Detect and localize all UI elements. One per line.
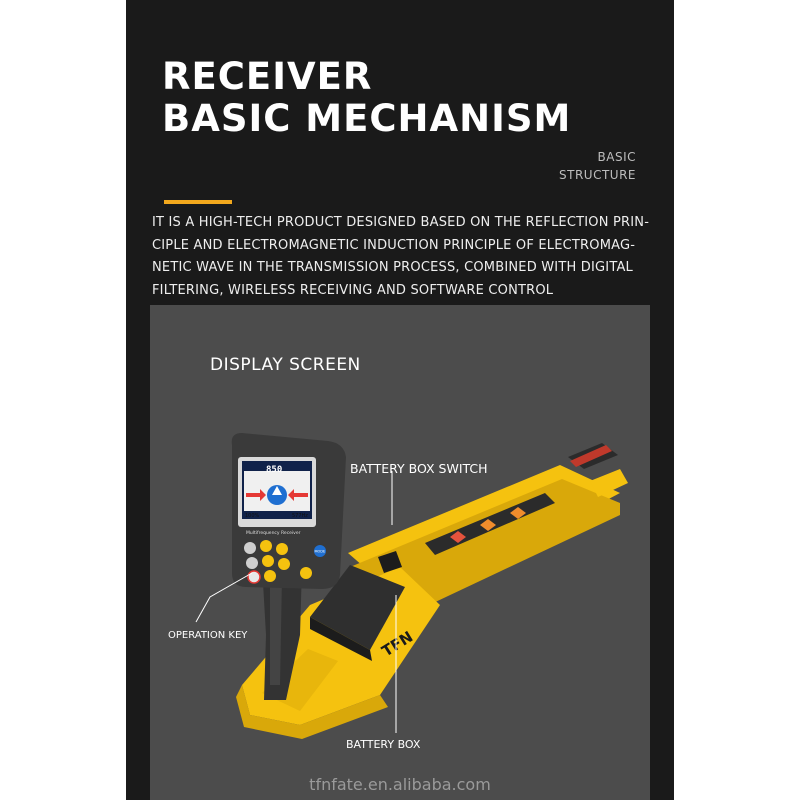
receiver-handle bbox=[262, 565, 302, 700]
power-key bbox=[247, 570, 261, 584]
key bbox=[244, 542, 256, 554]
operation-key-label: OPERATION KEY bbox=[168, 630, 248, 641]
product-photo: TFN 850 100% 577Hz Multifrequency Receiv… bbox=[150, 305, 650, 800]
product-description: IT IS A HIGH-TECH PRODUCT DESIGNED BASED… bbox=[152, 212, 652, 302]
title-line-2: BASIC MECHANISM bbox=[162, 97, 572, 140]
operation-key-leader bbox=[195, 572, 253, 623]
mode-key bbox=[314, 545, 326, 557]
key bbox=[300, 567, 312, 579]
key bbox=[278, 558, 290, 570]
product-panel: RECEIVER BASIC MECHANISM BASIC STRUCTURE… bbox=[126, 0, 674, 800]
battery-box-switch-label: BATTERY BOX SWITCH bbox=[350, 461, 488, 476]
head-unit: 850 100% 577Hz Multifrequency Receiver bbox=[231, 433, 346, 589]
mode-key-label: MODE bbox=[315, 550, 326, 554]
key bbox=[262, 555, 274, 567]
key bbox=[276, 543, 288, 555]
section-tag-line-1: BASIC bbox=[597, 150, 636, 164]
key bbox=[246, 557, 258, 569]
screen-reading: 850 bbox=[266, 465, 282, 475]
receiver-illustration: TFN 850 100% 577Hz Multifrequency Receiv… bbox=[195, 433, 628, 739]
page-title: RECEIVER BASIC MECHANISM bbox=[162, 56, 571, 140]
screen-left-value: 100% bbox=[245, 513, 260, 519]
description-line: CIPLE AND ELECTROMAGNETIC INDUCTION PRIN… bbox=[152, 237, 636, 253]
section-tag: BASIC STRUCTURE bbox=[559, 148, 636, 184]
screen-caption: Multifrequency Receiver bbox=[246, 530, 301, 536]
accent-bar bbox=[164, 200, 232, 204]
display-screen-label: DISPLAY SCREEN bbox=[210, 355, 361, 375]
description-line: NETIC WAVE IN THE TRANSMISSION PROCESS, … bbox=[152, 260, 633, 275]
title-line-1: RECEIVER bbox=[162, 55, 373, 98]
description-line: FILTERING, WIRELESS RECEIVING AND SOFTWA… bbox=[152, 282, 554, 298]
description-line: IT IS A HIGH-TECH PRODUCT DESIGNED BASED… bbox=[152, 215, 650, 230]
battery-box-label: BATTERY BOX bbox=[346, 738, 421, 751]
watermark: tfnfate.en.alibaba.com bbox=[309, 775, 491, 794]
antenna-boom bbox=[348, 443, 628, 613]
key bbox=[264, 570, 276, 582]
battery-box bbox=[310, 551, 405, 661]
key bbox=[260, 540, 272, 552]
battery-switch bbox=[378, 551, 402, 573]
screen-right-value: 577Hz bbox=[292, 513, 308, 519]
section-tag-line-2: STRUCTURE bbox=[559, 168, 636, 182]
